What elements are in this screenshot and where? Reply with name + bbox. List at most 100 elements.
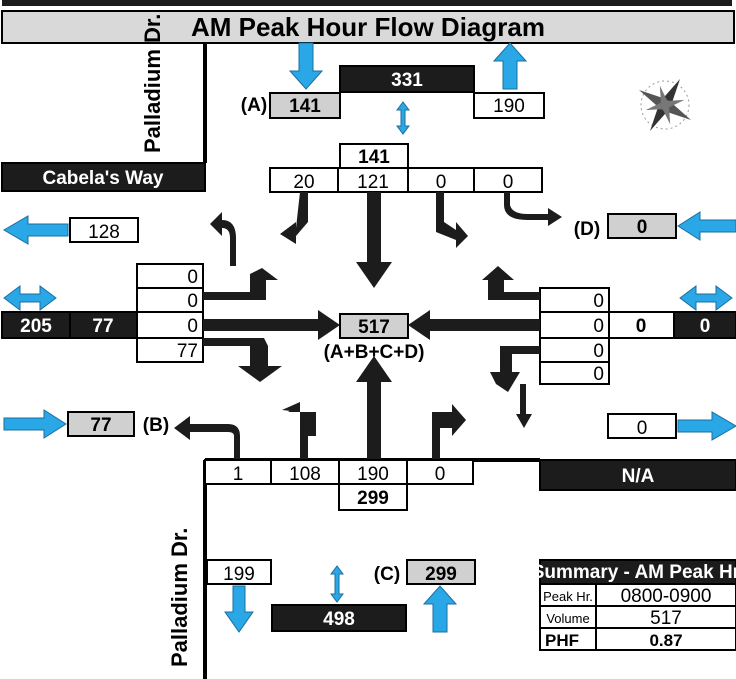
east-bidir-arrow-icon (679, 285, 733, 311)
label-d: (D) (574, 219, 600, 240)
north-in-box (269, 92, 341, 119)
summary-volume-value: 517 (650, 608, 682, 629)
east-in-box (607, 213, 677, 239)
north-move-3: 0 (503, 172, 514, 193)
south-right-turn-arrow-icon (432, 404, 466, 460)
east-move-0: 0 (593, 291, 604, 312)
north-out-box (473, 92, 545, 119)
north-total-box (339, 65, 475, 93)
east-total: 0 (700, 316, 711, 337)
south-move-1: 108 (289, 464, 321, 485)
label-a: (A) (241, 95, 267, 116)
east-move-box-3 (539, 361, 610, 385)
west-in-box (67, 411, 135, 437)
east-total-box (673, 311, 736, 339)
page-title: AM Peak Hour Flow Diagram (191, 12, 545, 42)
label-b: (B) (143, 415, 169, 436)
west-move-0: 0 (187, 267, 198, 288)
west-road-label: Cabela's Way (42, 168, 163, 189)
east-move-2: 0 (593, 341, 604, 362)
east-out-arrow-icon (677, 411, 736, 441)
south-in-arrow-icon (422, 585, 458, 633)
east-move-3: 0 (593, 364, 604, 385)
west-in-arrow-icon (3, 409, 67, 439)
center-total-box (339, 313, 409, 339)
north-total: 331 (391, 70, 423, 91)
north-in-arrow-icon (288, 42, 324, 90)
west-uturn-arrow-icon (210, 212, 236, 266)
north-move-1: 121 (357, 172, 389, 193)
summary-table: Summary - AM Peak Hr. Peak Hr. 0800-0900… (532, 559, 736, 651)
summary-volume-label: Volume (546, 611, 589, 626)
east-uturn-arrow-icon (516, 384, 532, 428)
north-road-label: Palladium Dr. (140, 14, 165, 153)
south-out-arrow-icon (224, 585, 254, 633)
south-move-3: 0 (435, 464, 446, 485)
north-bidir-arrow-icon (396, 101, 410, 135)
west-approach-total: 77 (92, 316, 113, 337)
summary-peak-value: 0800-0900 (621, 586, 712, 607)
south-total-box (271, 604, 407, 632)
north-move-2: 0 (436, 172, 447, 193)
south-total: 498 (323, 609, 355, 630)
west-move-3: 77 (177, 341, 198, 362)
west-move-2: 0 (187, 316, 198, 337)
east-approach-total-box (608, 311, 675, 339)
east-approach-total: 0 (636, 316, 647, 337)
south-out-box (206, 559, 272, 585)
south-in-box (406, 559, 476, 585)
east-right-turn-arrow-icon (482, 266, 540, 300)
north-left-turn-arrow-icon (436, 192, 468, 248)
east-out: 0 (637, 418, 648, 439)
west-left-turn-arrow-icon (203, 268, 278, 300)
top-strip (2, 0, 732, 6)
north-in: 141 (289, 96, 321, 117)
west-road-label-bg (1, 162, 206, 192)
west-right-turn-arrow-icon (203, 338, 282, 382)
west-move-box-3 (136, 337, 204, 363)
east-through-arrow-icon (408, 310, 540, 340)
east-road-label-bg (539, 459, 736, 491)
east-in: 0 (637, 217, 648, 238)
east-left-turn-arrow-icon (490, 346, 540, 392)
east-in-arrow-icon (677, 211, 736, 241)
west-through-arrow-icon (203, 310, 340, 340)
west-move-1: 0 (187, 291, 198, 312)
west-approach-total-box (69, 311, 138, 339)
north-move-box-2 (407, 167, 475, 193)
north-approach-total-box (339, 143, 409, 169)
title-bar (1, 10, 735, 44)
west-total: 205 (20, 316, 52, 337)
north-uturn-arrow-icon (504, 192, 562, 226)
center-formula: (A+B+C+D) (324, 342, 425, 363)
south-road-label: Palladium Dr. (167, 528, 192, 667)
west-out: 128 (88, 222, 120, 243)
south-left-turn-arrow-body (288, 404, 316, 460)
south-bidir-arrow-icon (330, 565, 344, 603)
south-move-0: 1 (233, 464, 244, 485)
summary-phf-value: 0.87 (649, 631, 682, 650)
east-road-label: N/A (622, 466, 655, 487)
north-through-arrow-icon (356, 192, 392, 288)
west-out-box (69, 217, 139, 243)
north-right-turn-arrow-icon (280, 192, 308, 244)
compass-icon (639, 79, 691, 131)
south-through-arrow-icon (356, 356, 392, 460)
label-c: (C) (374, 564, 400, 585)
west-out-arrow-icon (3, 215, 69, 245)
south-out: 199 (223, 564, 255, 585)
summary-peak-label: Peak Hr. (543, 589, 593, 604)
north-out-arrow-icon (492, 42, 528, 90)
south-move-box-3 (406, 459, 474, 485)
west-bidir-arrow-icon (3, 285, 57, 311)
north-move-0: 20 (293, 172, 314, 193)
south-uturn-arrow-icon (174, 416, 240, 460)
west-in: 77 (90, 415, 111, 436)
south-move-2: 190 (357, 464, 389, 485)
summary-title: Summary - AM Peak Hr. (532, 562, 736, 583)
south-approach-total-box (338, 483, 408, 511)
north-out: 190 (493, 96, 525, 117)
summary-phf-value-box (595, 627, 736, 651)
